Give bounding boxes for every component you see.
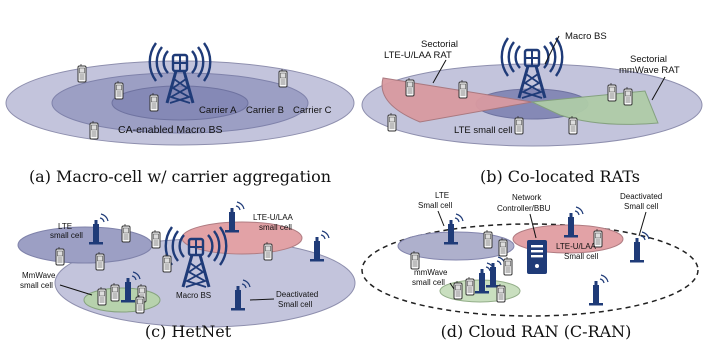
cran-boundary — [361, 223, 699, 317]
phone-icon — [458, 79, 468, 99]
phone-icon — [89, 120, 99, 140]
lteu-label-1: LTE-U/LAA — [556, 242, 597, 251]
carrier-a-cell — [111, 85, 249, 121]
phone-icon — [263, 241, 273, 261]
phone-icon — [55, 246, 65, 266]
lte-small-cell — [17, 226, 153, 264]
mmwave-label-2: small cell — [20, 281, 53, 290]
carrier-c-label: Carrier C — [293, 105, 332, 116]
phone-icon — [410, 250, 420, 270]
phone-icon — [278, 68, 288, 88]
macro-bs-label: Macro BS — [565, 31, 607, 42]
caption-a: (a) Macro-cell w/ carrier aggregation — [29, 167, 331, 186]
small-cell-tower-icon — [629, 231, 650, 264]
phone-icon — [405, 77, 415, 97]
mmwave-label-1: MmWave — [22, 271, 56, 280]
deact-label-1: Deactivated — [620, 192, 662, 201]
ca-macro-label: CA-enabled Macro BS — [118, 124, 222, 136]
caption-d: (d) Cloud RAN (C-RAN) — [441, 322, 632, 341]
phone-icon — [95, 251, 105, 271]
phone-icon — [77, 63, 87, 83]
lte-label-1: LTE — [58, 222, 72, 231]
phone-icon — [483, 229, 493, 249]
phone-icon — [97, 286, 107, 306]
phone-icon — [387, 112, 397, 132]
deact-label-1: Deactivated — [276, 290, 318, 299]
phone-icon — [465, 276, 475, 296]
caption-c: (c) HetNet — [145, 322, 232, 341]
lte-label-2: small cell — [50, 231, 83, 240]
lte-small-cell-label: LTE small cell — [454, 125, 512, 136]
phone-icon — [514, 115, 524, 135]
phone-icon — [162, 253, 172, 273]
phone-icon — [121, 223, 131, 243]
caption-b: (b) Co-located RATs — [480, 167, 640, 186]
mmwave-label-2: small cell — [412, 278, 445, 287]
bbu-server-icon — [527, 240, 547, 274]
phone-icon — [496, 283, 506, 303]
macro-bs-label: Macro BS — [176, 291, 211, 300]
phone-icon — [568, 115, 578, 135]
lte-label-1: LTE — [435, 191, 449, 200]
mmwave-label-1: mmWave — [414, 268, 448, 277]
panel-b: Sectorial LTE-U/LAA RAT Macro BS Sectori… — [361, 31, 703, 186]
phone-icon — [135, 294, 145, 314]
mmwave-label-2: mmWave RAT — [619, 65, 680, 76]
phone-icon — [149, 92, 159, 112]
carrier-a-label: Carrier A — [199, 105, 237, 116]
lteu-label-1: LTE-U/LAA — [253, 213, 294, 222]
mmwave-label-1: Sectorial — [630, 54, 667, 65]
phone-icon — [110, 282, 120, 302]
carrier-b-label: Carrier B — [246, 105, 284, 116]
phone-icon — [623, 86, 633, 106]
phone-icon — [503, 256, 513, 276]
panel-a: Carrier A Carrier B Carrier C CA-enabled… — [5, 41, 355, 186]
lteu-label-2: Small cell — [564, 252, 598, 261]
lte-u-label-2: LTE-U/LAA RAT — [384, 50, 452, 61]
phone-icon — [151, 229, 161, 249]
phone-icon — [114, 80, 124, 100]
nc-label-1: Network — [512, 193, 542, 202]
phone-icon — [453, 280, 463, 300]
phone-icon — [498, 237, 508, 257]
small-cell-tower-icon — [588, 274, 609, 307]
deact-label-2: Small cell — [278, 300, 312, 309]
phone-icon — [607, 82, 617, 102]
nc-label-2: Controller/BBU — [497, 204, 551, 213]
panel-c: LTE small cell LTE-U/LAA small cell MmWa… — [17, 201, 356, 341]
lte-u-label-1: Sectorial — [421, 39, 458, 50]
lte-u-sector — [381, 77, 533, 123]
lteu-label-2: small cell — [259, 223, 292, 232]
lte-label-2: Small cell — [418, 201, 452, 210]
deact-label-2: Small cell — [624, 202, 658, 211]
panel-d: LTE Small cell Network Controller/BBU De… — [361, 191, 699, 341]
